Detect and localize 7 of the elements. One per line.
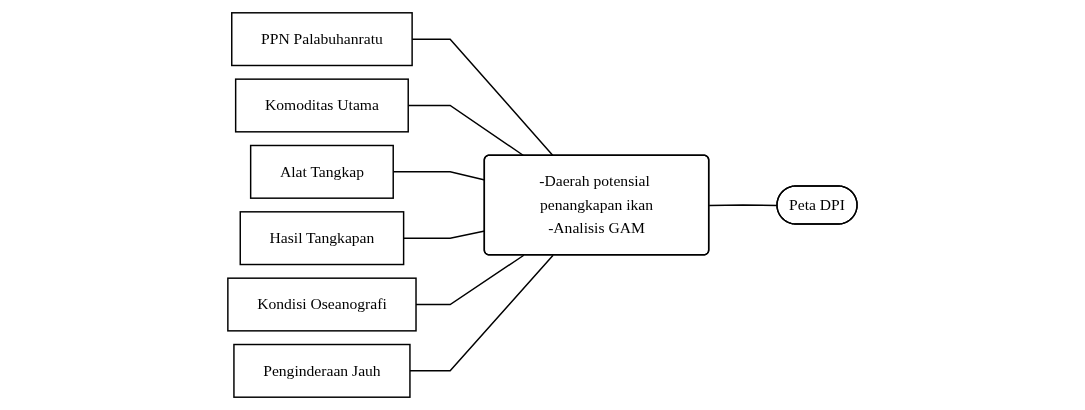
node-box: Komoditas Utama: [234, 78, 409, 133]
node-box: Alat Tangkap: [249, 144, 394, 199]
node-box: PPN Palabuhanratu: [231, 12, 413, 67]
connector: [409, 254, 554, 372]
node-box: Hasil Tangkapan: [239, 211, 405, 266]
node-box: Kondisi Oseanografi: [227, 277, 417, 332]
node-box: Penginderaan Jauh: [233, 343, 411, 398]
